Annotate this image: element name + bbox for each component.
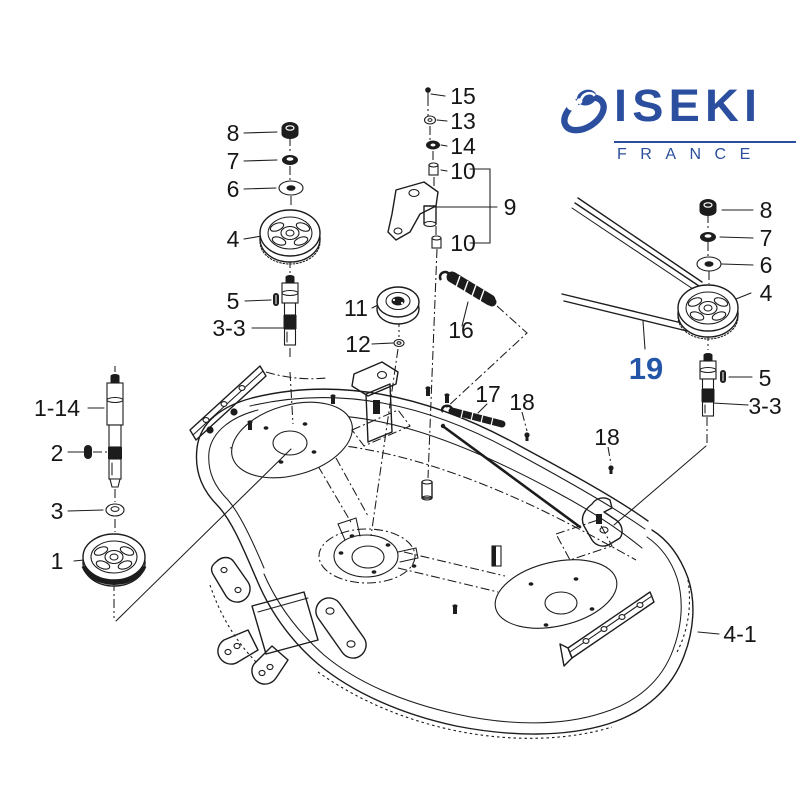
pin-5-left — [273, 293, 279, 306]
callout-16: 16 — [448, 317, 474, 343]
deck-top-bracket — [351, 361, 411, 447]
spring-16 — [438, 270, 497, 307]
deck-right-rail — [559, 591, 655, 667]
belt-19 — [561, 197, 703, 332]
callout-9: 9 — [504, 194, 517, 220]
key-2 — [84, 445, 92, 459]
washer-7-right — [700, 232, 716, 242]
callout-18-second: 18 — [594, 424, 620, 450]
nut-8-right — [699, 199, 717, 216]
callout-3-3-left: 3-3 — [212, 315, 245, 341]
bracket-9 — [387, 181, 439, 241]
callout-4-1: 4-1 — [723, 621, 756, 647]
nut-8-left — [281, 122, 299, 139]
pulley-4-left — [259, 209, 321, 265]
right-spindle-assembly — [677, 199, 739, 417]
tension-rod — [440, 423, 582, 529]
callout-15: 15 — [450, 83, 476, 109]
bushing-10-lower — [431, 235, 442, 249]
callout-7-left: 7 — [227, 148, 240, 174]
deck-right-bracket — [555, 497, 623, 561]
pulley-1 — [81, 533, 147, 587]
callout-13: 13 — [450, 108, 476, 134]
bushing-10-upper — [428, 162, 439, 176]
callout-3-3-right: 3-3 — [748, 393, 781, 419]
callout-1-14: 1-14 — [34, 395, 80, 421]
callout-6-right: 6 — [760, 252, 773, 278]
washer-7-left — [282, 155, 298, 165]
mower-deck — [189, 361, 694, 739]
pin-15 — [425, 87, 431, 93]
leader-lines — [67, 93, 754, 635]
deck-left-spindle — [231, 401, 353, 479]
callout-labels: 15 13 14 10 9 10 8 7 6 4 5 3-3 11 12 16 … — [34, 83, 782, 647]
top-assembly — [387, 87, 442, 249]
callout-17: 17 — [475, 381, 501, 407]
callout-3: 3 — [51, 498, 64, 524]
ring-13 — [423, 115, 437, 125]
deck-middle-spindle — [333, 517, 419, 578]
washer-6-left — [278, 180, 304, 196]
callout-6-left: 6 — [227, 176, 240, 202]
callout-5-right: 5 — [759, 365, 772, 391]
callout-7-right: 7 — [760, 225, 773, 251]
callout-10-upper: 10 — [450, 158, 476, 184]
callout-1: 1 — [51, 548, 64, 574]
shaft-3-3-left — [281, 275, 299, 346]
callout-11: 11 — [344, 295, 368, 321]
callout-12: 12 — [345, 331, 371, 357]
callout-8-left: 8 — [227, 120, 240, 146]
shaft-3-3-right — [699, 353, 717, 417]
deck-left-rail-bracket — [189, 365, 267, 441]
callout-8-right: 8 — [760, 197, 773, 223]
callout-14: 14 — [450, 133, 476, 159]
brand-logo: ISEKI FRANCE — [556, 80, 796, 164]
brand-subtitle: FRANCE — [614, 141, 796, 164]
iseki-swirl-icon — [561, 89, 607, 134]
deck-front-hangers — [210, 556, 367, 685]
pulley-4-right — [677, 284, 739, 340]
ring-3 — [105, 503, 125, 517]
deck-small-parts — [247, 386, 502, 614]
spring-17 — [440, 404, 506, 428]
deck-right-spindle — [494, 559, 618, 629]
pin-5-right — [720, 370, 726, 383]
idler-assembly — [376, 286, 420, 348]
callout-19-highlighted: 19 — [629, 351, 663, 386]
callout-18-first: 18 — [509, 389, 535, 415]
callout-4-left: 4 — [227, 226, 240, 252]
shaft-1-14 — [106, 374, 124, 488]
brand-name: ISEKI — [614, 80, 763, 131]
left-shaft-assembly — [81, 374, 147, 587]
callout-2: 2 — [51, 440, 64, 466]
callout-10-lower: 10 — [450, 230, 476, 256]
callout-4-right: 4 — [760, 280, 773, 306]
washer-6-right — [696, 256, 722, 272]
left-spindle-assembly — [259, 122, 321, 346]
callout-5-left: 5 — [227, 288, 240, 314]
nut-12 — [393, 338, 405, 348]
idler-pulley-11 — [376, 286, 420, 325]
